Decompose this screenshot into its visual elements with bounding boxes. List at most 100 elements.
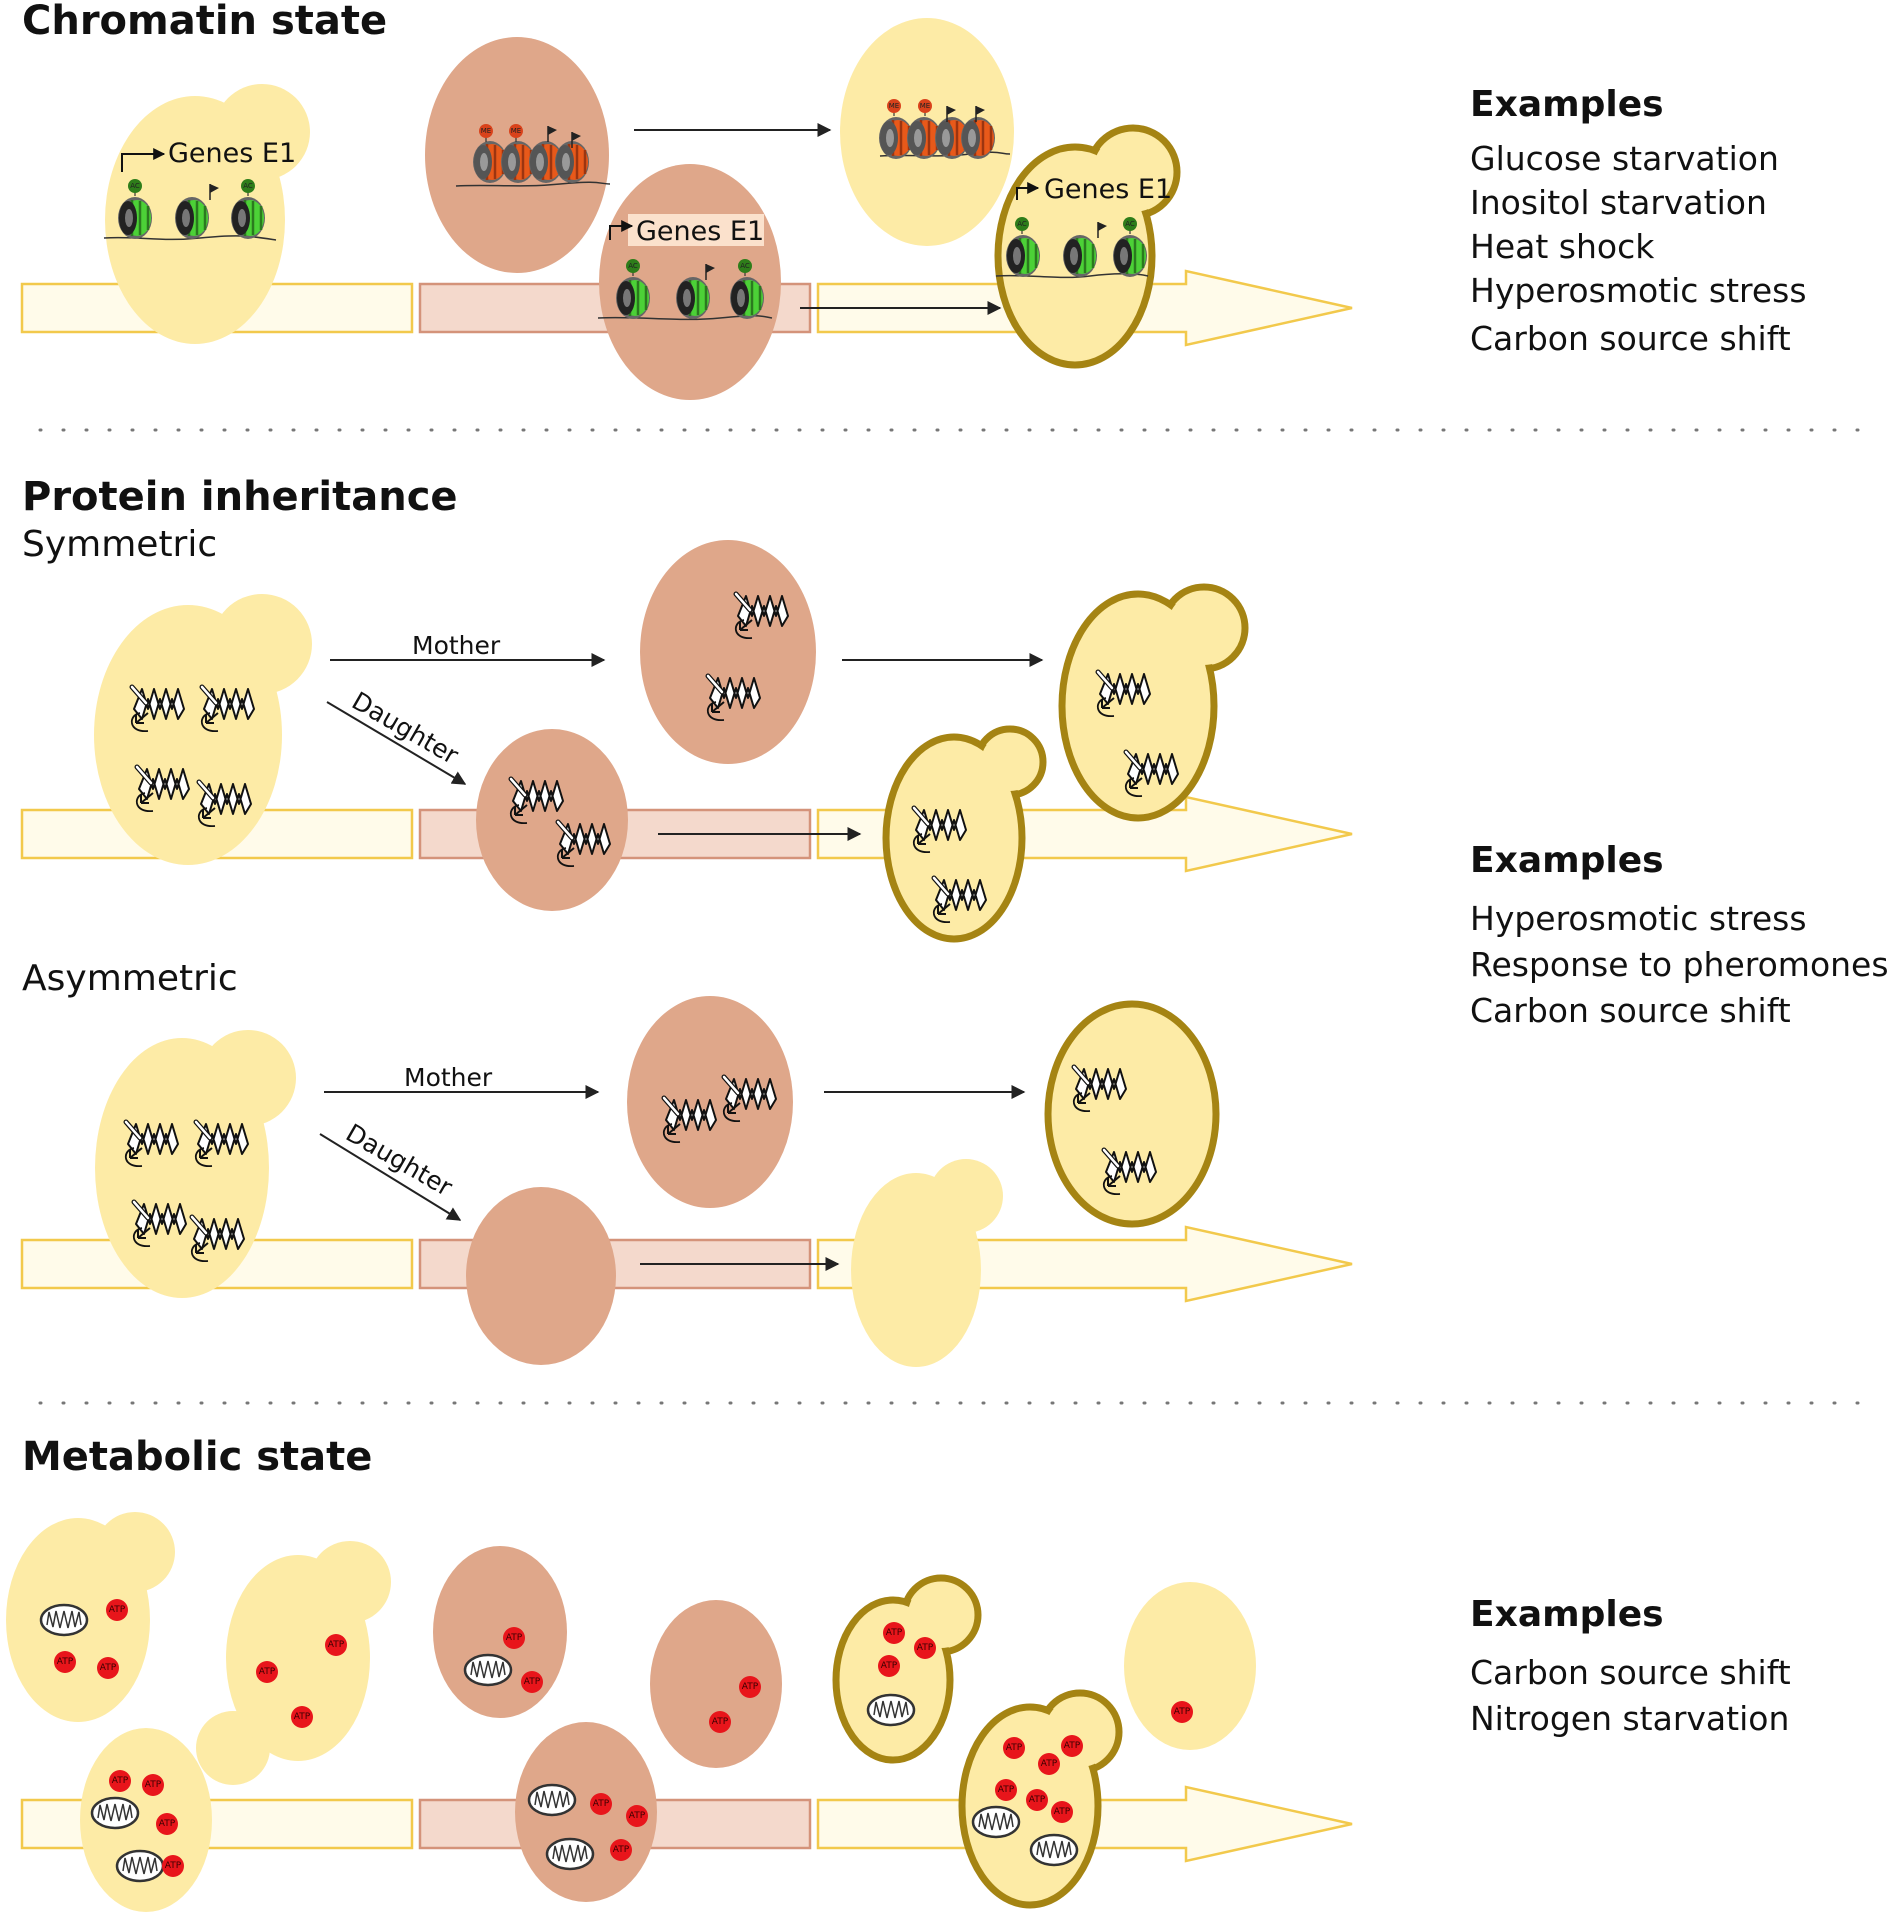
atp-molecule: ATP	[878, 1655, 900, 1677]
mitochondrion-icon	[115, 1849, 165, 1883]
atp-label: ATP	[294, 1712, 311, 1722]
mark-label: AC	[130, 182, 140, 190]
arrow-asymmetric-daughter	[319, 1133, 462, 1221]
acetyl-mark	[241, 179, 255, 193]
atp-label: ATP	[613, 1845, 630, 1855]
acetyl-mark	[1123, 217, 1137, 231]
atp-label: ATP	[998, 1785, 1015, 1795]
mother-label: Mother	[404, 1063, 493, 1092]
mark-label: AC	[243, 182, 253, 190]
atp-molecule: ATP	[626, 1805, 648, 1827]
atp-molecule: ATP	[914, 1637, 936, 1659]
daughter-label: Daughter	[347, 686, 464, 770]
atp-label: ATP	[259, 1667, 276, 1677]
chromatin-example-3: Heat shock	[1470, 227, 1655, 266]
metabolic-cell-4	[433, 1546, 567, 1718]
protein-title: Protein inheritance	[22, 474, 458, 520]
atp-molecule: ATP	[1171, 1701, 1193, 1723]
mitochondrion-icon	[90, 1796, 140, 1830]
atp-molecule: ATP	[142, 1774, 164, 1796]
atp-molecule: ATP	[709, 1711, 731, 1733]
atp-label: ATP	[881, 1661, 898, 1671]
gene-label: Genes E1	[168, 138, 296, 169]
daughter-label: Daughter	[341, 1118, 458, 1202]
atp-label: ATP	[1054, 1807, 1071, 1817]
atp-molecule: ATP	[106, 1599, 128, 1621]
chromatin-cell-2: ME ME	[425, 37, 611, 273]
atp-molecule: ATP	[1051, 1801, 1073, 1823]
atp-label: ATP	[1064, 1741, 1081, 1751]
atp-molecule: ATP	[54, 1651, 76, 1673]
arrow-symmetric-daughter	[326, 701, 467, 785]
chromatin-example-5: Carbon source shift	[1470, 319, 1791, 358]
mitochondrion-icon	[1029, 1833, 1079, 1867]
mitochondrion-icon	[866, 1693, 916, 1727]
atp-molecule: ATP	[521, 1671, 543, 1693]
mitochondrion-icon	[463, 1653, 513, 1687]
chromatin-cell-3: Genes E1 AC AC	[597, 164, 781, 400]
atp-molecule: ATP	[1038, 1753, 1060, 1775]
metabolic-cell-3	[226, 1541, 391, 1761]
acetyl-mark	[1015, 217, 1029, 231]
protein-example-2: Response to pheromones	[1470, 945, 1889, 984]
atp-label: ATP	[112, 1776, 129, 1786]
atp-molecule: ATP	[325, 1634, 347, 1656]
atp-molecule: ATP	[590, 1793, 612, 1815]
atp-label: ATP	[712, 1717, 729, 1727]
symmetric-mother-outlined	[1058, 583, 1249, 822]
mark-label: ME	[889, 102, 899, 110]
mark-label: ME	[481, 127, 491, 135]
atp-molecule: ATP	[1061, 1735, 1083, 1757]
atp-molecule: ATP	[156, 1813, 178, 1835]
atp-molecule: ATP	[291, 1706, 313, 1728]
metabolic-example-1: Carbon source shift	[1470, 1653, 1791, 1692]
atp-label: ATP	[524, 1677, 541, 1687]
atp-label: ATP	[629, 1811, 646, 1821]
atp-molecule: ATP	[162, 1855, 184, 1877]
symmetric-daughter-outlined	[882, 725, 1047, 943]
mark-label: ME	[511, 127, 521, 135]
atp-label: ATP	[917, 1643, 934, 1653]
atp-molecule: ATP	[995, 1779, 1017, 1801]
acetyl-mark	[626, 259, 640, 273]
gene-label: Genes E1	[1044, 174, 1172, 205]
acetyl-mark	[128, 179, 142, 193]
chromatin-examples-heading: Examples	[1470, 84, 1664, 125]
mother-label: Mother	[412, 631, 501, 660]
atp-molecule: ATP	[1026, 1789, 1048, 1811]
mark-label: AC	[1017, 220, 1027, 228]
asymmetric-label: Asymmetric	[22, 958, 238, 999]
acetyl-mark	[738, 259, 752, 273]
atp-molecule: ATP	[610, 1839, 632, 1861]
atp-label: ATP	[742, 1682, 759, 1692]
gene-label: Genes E1	[636, 216, 764, 247]
symmetric-mother-cell	[94, 594, 312, 865]
atp-molecule: ATP	[1003, 1737, 1025, 1759]
atp-label: ATP	[1041, 1759, 1058, 1769]
atp-label: ATP	[1174, 1707, 1191, 1717]
metabolic-cell-1	[6, 1512, 175, 1722]
chromatin-example-1: Glucose starvation	[1470, 139, 1779, 178]
metabolic-title: Metabolic state	[22, 1434, 372, 1480]
chromatin-cell-4: ME ME	[840, 18, 1014, 246]
methyl-mark	[918, 99, 932, 113]
atp-molecule: ATP	[97, 1657, 119, 1679]
chromatin-title: Chromatin state	[22, 0, 387, 44]
atp-label: ATP	[886, 1628, 903, 1638]
atp-layer: ATP ATP ATP ATP ATP ATP ATP ATP ATP ATP ATP ATP ATP A…	[54, 1599, 1193, 1877]
atp-label: ATP	[165, 1861, 182, 1871]
metabolic-cell-6	[650, 1600, 782, 1768]
chromatin-example-2: Inositol starvation	[1470, 183, 1767, 222]
atp-label: ATP	[145, 1780, 162, 1790]
atp-molecule: ATP	[503, 1627, 525, 1649]
mitochondrion-icon	[545, 1837, 595, 1871]
mitochondrion-icon	[971, 1805, 1021, 1839]
atp-molecule: ATP	[739, 1676, 761, 1698]
mitochondrion-icon	[39, 1603, 89, 1637]
symmetric-mother-progeny	[640, 540, 816, 764]
methyl-mark	[509, 124, 523, 138]
asymmetric-mother-outlined	[1044, 1000, 1220, 1228]
mark-label: AC	[740, 262, 750, 270]
atp-label: ATP	[159, 1819, 176, 1829]
symmetric-daughter-progeny	[476, 729, 628, 911]
